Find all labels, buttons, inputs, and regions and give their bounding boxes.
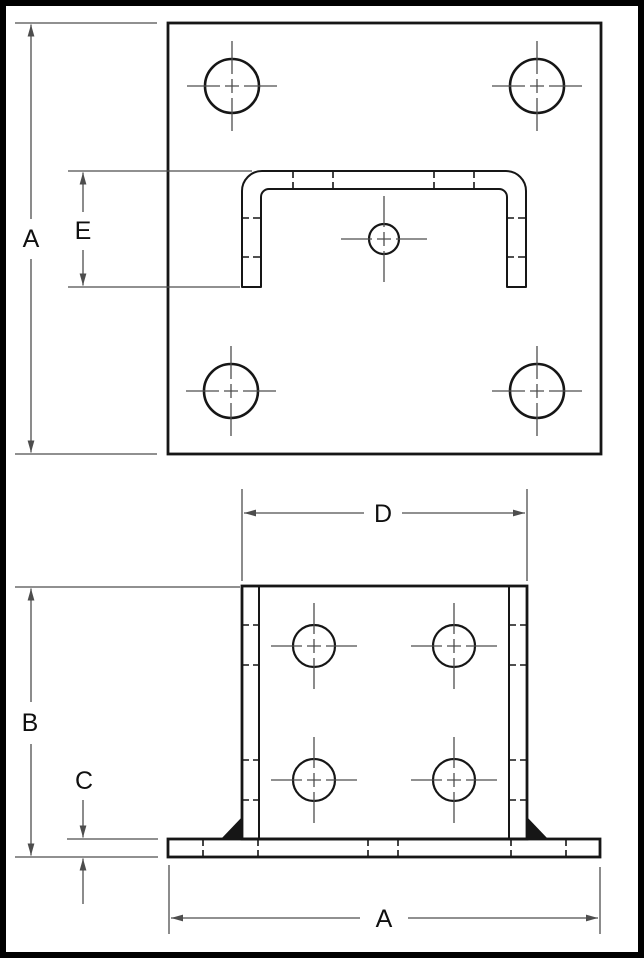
dimension-c: C [67, 767, 158, 904]
dimension-e: E [68, 170, 252, 288]
front-view [166, 584, 602, 859]
dim-label-a-bottom: A [376, 905, 393, 933]
left-gusset [221, 817, 242, 839]
top-view [166, 21, 603, 456]
u-channel [241, 170, 527, 288]
base-plate-outline [166, 837, 602, 859]
face-hole-upper-right [411, 603, 497, 689]
dim-label-d: D [374, 500, 392, 528]
dim-label-a-top: A [23, 225, 40, 253]
dim-label-e: E [75, 217, 92, 245]
dim-label-c: C [75, 767, 93, 795]
face-hole-upper-left [271, 603, 357, 689]
corner-hole-top-right [492, 41, 582, 131]
channel-body-outline [240, 584, 529, 841]
right-gusset [527, 817, 548, 839]
dimension-a-bottom: A [168, 865, 601, 934]
channel-outline [241, 170, 527, 288]
corner-hole-bottom-left [186, 346, 276, 436]
dimension-a-top: A [15, 22, 157, 455]
corner-hole-bottom-right [492, 346, 582, 436]
corner-hole-top-left [187, 41, 277, 131]
dimension-b: B [15, 586, 240, 858]
face-hole-lower-left [271, 737, 357, 823]
face-hole-lower-right [411, 737, 497, 823]
center-hole [341, 196, 427, 282]
plate-outline [166, 21, 603, 456]
dimension-d: D [241, 489, 528, 581]
dim-label-b: B [22, 709, 39, 737]
